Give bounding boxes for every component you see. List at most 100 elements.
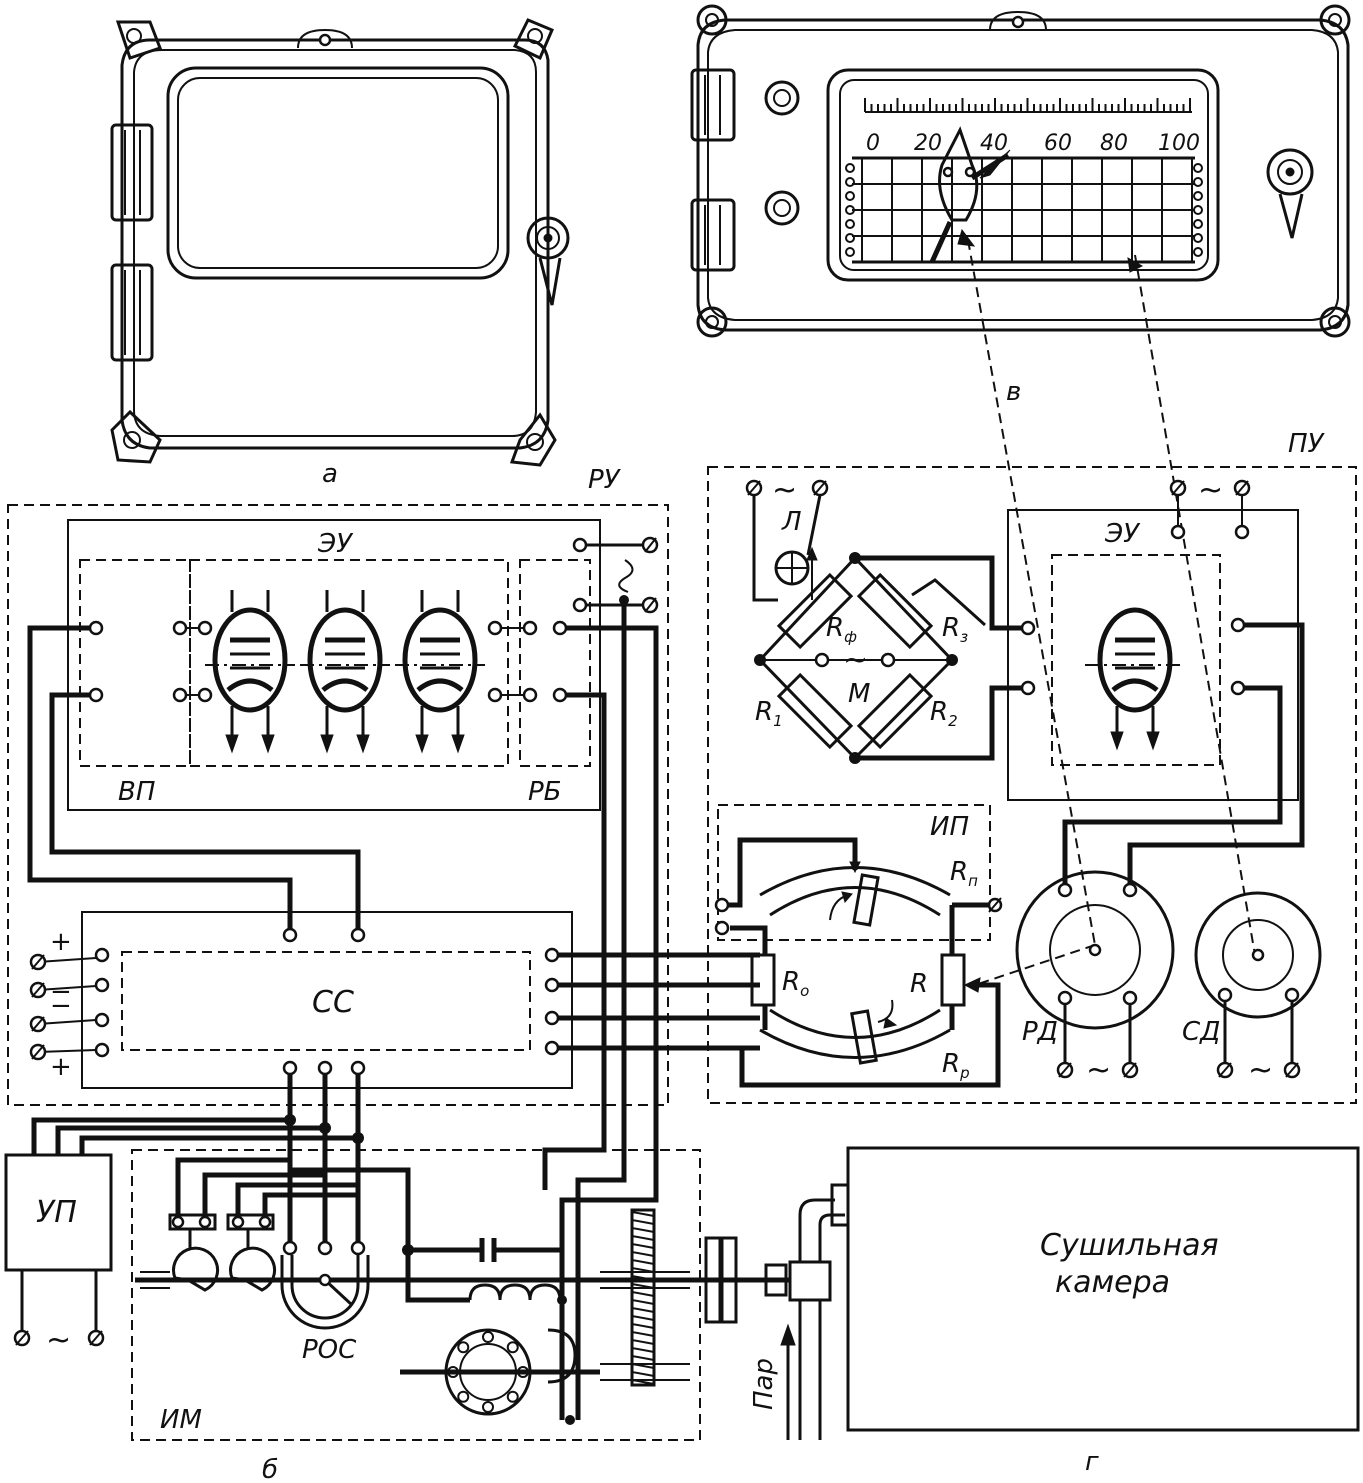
label-up: УП — [36, 1195, 77, 1230]
hinge-upper — [110, 123, 154, 222]
block-ru: РУ ЭУ ВП РБ СС — [7, 465, 669, 1106]
gear-tooth — [631, 1371, 655, 1377]
link-pointer-to-sd — [1134, 254, 1256, 956]
block-im: ИМ РОС — [131, 1149, 701, 1483]
perforation — [845, 233, 855, 243]
scale-labels: 0 20 40 60 80 100 — [866, 131, 1200, 156]
perforation — [845, 163, 855, 173]
perforation — [1193, 205, 1203, 215]
label-rf: Rф — [826, 613, 857, 646]
motor-hole — [506, 1341, 519, 1354]
panel-label-b: б — [262, 1455, 278, 1483]
perforation — [845, 205, 855, 215]
gear-tooth — [631, 1299, 655, 1305]
motor-hole — [457, 1390, 470, 1403]
label-ros: РОС — [302, 1335, 357, 1365]
motor-rd: ~ — [1015, 870, 1175, 1088]
gear-tooth — [631, 1347, 655, 1353]
knob-upper-icon — [764, 80, 800, 116]
gear-tooth — [631, 1235, 655, 1241]
label-ro: Rо — [782, 967, 809, 1000]
knob-lower-icon — [764, 190, 800, 226]
polarity-4: + — [50, 1052, 72, 1082]
label-r3: Rз — [942, 613, 968, 646]
gear-tooth — [631, 1227, 655, 1233]
block-pu: ПУ ~ Л ~ — [707, 429, 1357, 1104]
label-pu: ПУ — [1288, 429, 1326, 459]
wiring-left — [27, 600, 760, 1420]
setpoint-pointer-icon — [970, 149, 1011, 181]
terminal — [88, 687, 104, 703]
ac-symbol: ~ — [1198, 473, 1223, 508]
vacuum-tube-icon — [205, 590, 295, 754]
polarity-1: + — [50, 927, 72, 957]
valve-assembly: Пар — [690, 1183, 850, 1440]
motor-hole — [482, 1331, 494, 1343]
hinge-lower — [110, 263, 154, 362]
label-eu-right: ЭУ — [1104, 519, 1141, 549]
motor-hole — [506, 1390, 519, 1403]
instrument-housing-front: а — [110, 18, 570, 489]
panel-label-g: г — [1085, 1447, 1099, 1477]
label-eu-left: ЭУ — [317, 529, 354, 559]
gear-tooth — [631, 1339, 655, 1345]
perforation — [1193, 219, 1203, 229]
panel-label-a: а — [322, 459, 338, 489]
gear-tooth — [631, 1211, 655, 1217]
gear-tooth — [631, 1219, 655, 1225]
perforation — [1193, 177, 1203, 187]
label-r: R — [910, 969, 928, 999]
label-r1: R1 — [755, 697, 783, 730]
scale-tick-80: 80 — [1100, 131, 1128, 156]
resistance-bridge: ~ — [754, 546, 987, 764]
label-rp: Rп — [950, 857, 978, 890]
gear-tooth — [631, 1291, 655, 1297]
motor-hole — [482, 1401, 494, 1413]
gear-tooth — [631, 1259, 655, 1265]
vacuum-tube-icon — [395, 590, 485, 754]
resistor-r — [940, 953, 966, 1007]
gear-tooth — [631, 1275, 655, 1281]
label-bridge-m: М — [848, 679, 870, 709]
ac-symbol: ~ — [772, 473, 797, 508]
scale-tick-100: 100 — [1158, 131, 1200, 156]
gear-tooth — [631, 1331, 655, 1337]
perforation — [845, 177, 855, 187]
label-ip: ИП — [930, 812, 969, 842]
gear-tooth — [631, 1355, 655, 1361]
label-ss: СС — [312, 985, 354, 1020]
link-pen-to-rd — [967, 239, 1096, 946]
motor-hole — [457, 1341, 470, 1354]
chamber-name-line1: Сушильная — [1040, 1228, 1219, 1263]
chart-paper-grid — [852, 156, 1195, 264]
chamber-name-line2: камера — [1055, 1265, 1170, 1300]
label-rb: РБ — [528, 777, 562, 807]
terminal — [88, 620, 104, 636]
ac-symbol: ~ — [1248, 1053, 1273, 1088]
scale-tick-0: 0 — [866, 131, 880, 156]
ac-symbol: ~ — [843, 643, 868, 678]
block-up: УП ~ — [4, 1153, 113, 1358]
lock-icon — [526, 216, 570, 306]
polarity-2: − — [50, 977, 72, 1007]
motor-sd: ~ — [1194, 891, 1322, 1088]
label-rd: РД — [1022, 1017, 1058, 1047]
perforation — [1193, 233, 1203, 243]
perforation — [845, 247, 855, 257]
perforation — [1193, 163, 1203, 173]
scale-tick-40: 40 — [980, 131, 1008, 156]
drying-chamber: Сушильная камера г — [846, 1146, 1360, 1477]
steam-label: Пар — [749, 1358, 779, 1410]
vacuum-tube-icon — [1085, 607, 1185, 751]
slide-wire-rp — [759, 866, 951, 927]
label-r2: R2 — [930, 697, 958, 730]
gear-tooth — [631, 1307, 655, 1313]
ac-symbol: ~ — [46, 1323, 71, 1358]
gear-tooth — [631, 1243, 655, 1249]
slide-wire-rr — [759, 999, 951, 1065]
label-vp: ВП — [118, 777, 155, 807]
instrument-housing-open: 0 20 40 60 80 100 в — [690, 4, 1351, 407]
label-ru: РУ — [588, 465, 622, 495]
ac-symbol: ~ — [1086, 1053, 1111, 1088]
